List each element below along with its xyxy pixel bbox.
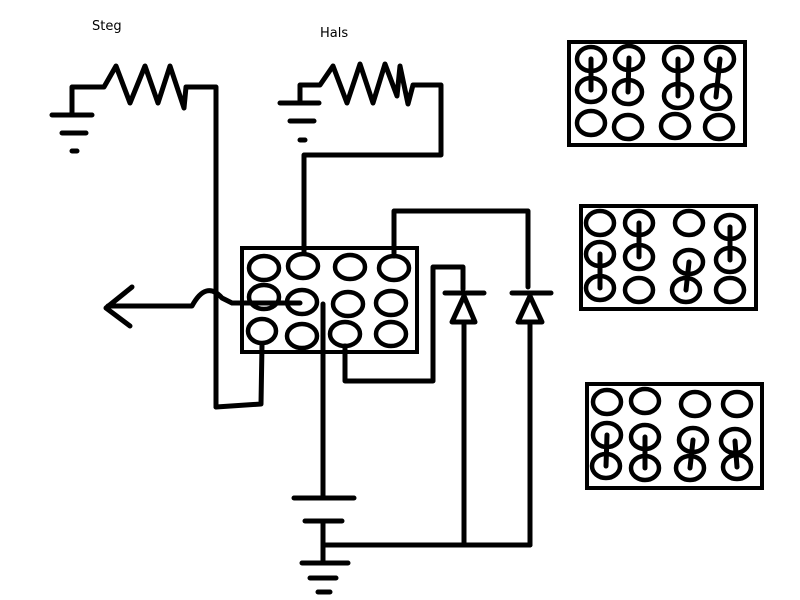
bridge-resistor [69,63,219,410]
bridge-pickup-label: Steg [92,19,122,34]
neck-pickup [277,61,444,267]
bridge-pickup [49,63,219,410]
switch-position-1 [567,40,747,147]
switch-to-diode-loop-wire [342,264,466,384]
bridge-ground-symbol [49,112,95,154]
output-arrow [103,284,303,329]
neck-ground-symbol [277,100,322,143]
diode-left [442,290,487,548]
neck-pickup-label: Hals [320,26,348,41]
switch-to-diode-top-wire [391,208,531,290]
battery-ground [291,301,533,595]
switch-position-3 [585,382,764,490]
switch-position-2 [579,204,758,311]
diode-right [509,290,554,548]
bridge-to-switch-wire [213,342,265,410]
selector-switch [240,246,419,354]
neck-resistor [297,61,444,267]
